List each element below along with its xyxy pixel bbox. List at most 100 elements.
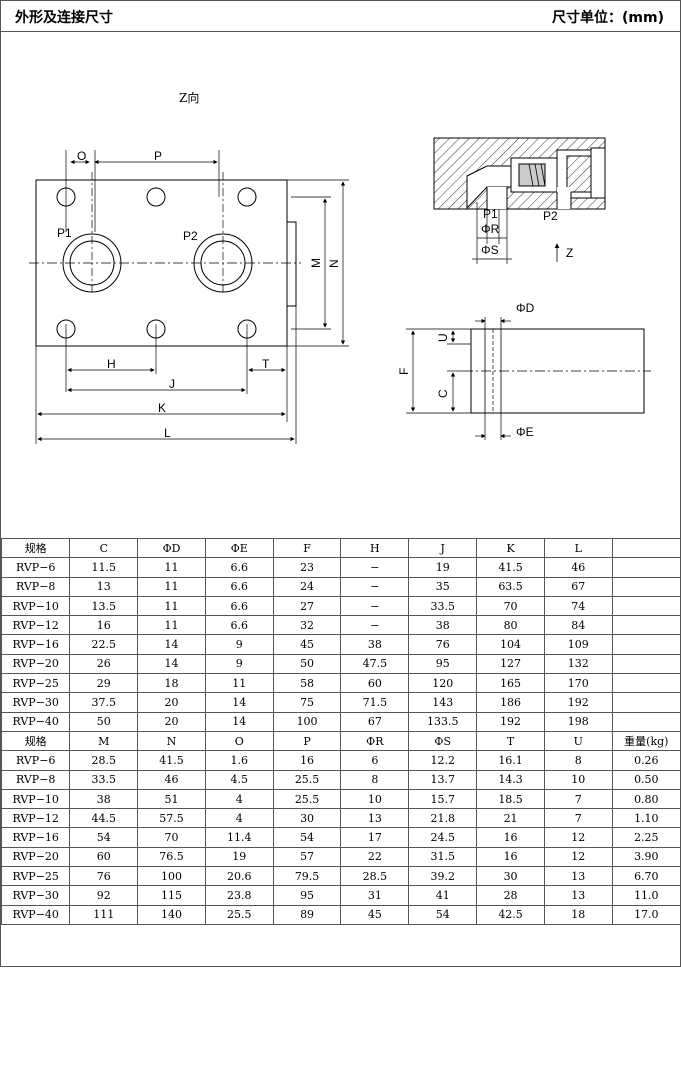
table-cell: 27 bbox=[272, 595, 342, 617]
table-cell: 54 bbox=[69, 827, 139, 848]
table-cell: − bbox=[340, 595, 410, 617]
table-cell: 84 bbox=[543, 615, 613, 636]
table-cell: RVP−10 bbox=[0, 788, 71, 810]
table-cell: 67 bbox=[543, 576, 613, 597]
port-p1-label: P1 bbox=[57, 226, 72, 240]
table-cell: T bbox=[476, 730, 545, 752]
table-cell: 70 bbox=[137, 827, 206, 848]
table-cell: 92 bbox=[69, 885, 139, 906]
table-cell: RVP−30 bbox=[0, 692, 71, 713]
table-cell: RVP−8 bbox=[0, 576, 71, 597]
table-cell: 46 bbox=[137, 769, 206, 790]
table-cell: 60 bbox=[69, 846, 139, 868]
table-cell: 14 bbox=[137, 634, 206, 655]
table-cell: 6.6 bbox=[204, 595, 274, 617]
table-cell: 30 bbox=[272, 808, 342, 829]
table-cell: 4.5 bbox=[204, 769, 274, 790]
table-cell: 8 bbox=[340, 769, 410, 790]
table-cell: 109 bbox=[543, 634, 613, 655]
table-cell: 25.5 bbox=[204, 904, 274, 925]
dim-c-label: C bbox=[436, 389, 450, 398]
table-cell: 57.5 bbox=[137, 808, 206, 829]
table-cell bbox=[611, 634, 681, 655]
table-cell: 11 bbox=[137, 576, 206, 597]
table-cell: 2.25 bbox=[611, 827, 681, 848]
dim-m-label: M bbox=[309, 258, 323, 268]
table-cell: 1.6 bbox=[204, 750, 274, 771]
table-cell: 14 bbox=[137, 653, 206, 675]
table-cell: 58 bbox=[272, 673, 342, 694]
table-cell: 11 bbox=[137, 557, 206, 578]
table-cell: 25.5 bbox=[272, 788, 342, 810]
table-cell: 100 bbox=[272, 711, 342, 732]
table-cell: O bbox=[204, 730, 274, 752]
table-cell: 24.5 bbox=[408, 827, 478, 848]
plate-step bbox=[286, 221, 297, 307]
table-cell: RVP−30 bbox=[0, 885, 71, 906]
table-cell: 35 bbox=[408, 576, 478, 597]
table-cell: RVP−8 bbox=[0, 769, 71, 790]
table-cell: 95 bbox=[408, 653, 478, 675]
table-cell: 16 bbox=[476, 827, 545, 848]
table-cell: 22 bbox=[340, 846, 410, 868]
table-cell: 28 bbox=[476, 885, 545, 906]
bolt-hole bbox=[237, 187, 257, 207]
table-cell: 192 bbox=[543, 692, 613, 713]
table-cell: RVP−16 bbox=[0, 827, 71, 848]
table-cell: 30 bbox=[476, 866, 545, 887]
table-cell: 1.10 bbox=[611, 808, 681, 829]
table-cell: P bbox=[272, 730, 342, 752]
document-frame: 外形及连接尺寸 尺寸单位：(mm) Z向 bbox=[0, 0, 681, 967]
table-cell: 规格 bbox=[0, 537, 71, 559]
table-cell: RVP−25 bbox=[0, 673, 71, 694]
table-cell: 192 bbox=[476, 711, 545, 732]
table-cell: 76 bbox=[69, 866, 139, 887]
table-cell: 31.5 bbox=[408, 846, 478, 868]
drawing-svg: Z向 bbox=[29, 90, 651, 444]
dim-h-label: H bbox=[107, 357, 116, 371]
table-cell: 8 bbox=[543, 750, 613, 771]
dim-o-label: O bbox=[77, 149, 86, 163]
table-cell: 17 bbox=[340, 827, 410, 848]
table-cell: 6.6 bbox=[204, 557, 274, 578]
table-cell: 120 bbox=[408, 673, 478, 694]
table-cell bbox=[611, 711, 681, 732]
table-cell bbox=[611, 692, 681, 713]
table-cell: 12 bbox=[543, 846, 613, 868]
table-cell: 10 bbox=[543, 769, 613, 790]
table-cell: 38 bbox=[408, 615, 478, 636]
table-cell: 37.5 bbox=[69, 692, 139, 713]
table-cell: 170 bbox=[543, 673, 613, 694]
table-cell: 25.5 bbox=[272, 769, 342, 790]
dim-l-label: L bbox=[164, 426, 171, 440]
dim-f-label: F bbox=[397, 368, 411, 375]
dim-phid-label: ΦD bbox=[516, 301, 535, 315]
table-cell: 16.1 bbox=[476, 750, 545, 771]
table-cell: ΦR bbox=[340, 730, 410, 752]
z-arrow-label: Z bbox=[566, 246, 573, 260]
dim-n-label: N bbox=[327, 259, 341, 268]
table-cell: 104 bbox=[476, 634, 545, 655]
table-cell bbox=[611, 653, 681, 675]
table-cell bbox=[611, 537, 681, 559]
table-cell: 76 bbox=[408, 634, 478, 655]
table-cell: 44.5 bbox=[69, 808, 139, 829]
table-cell: 186 bbox=[476, 692, 545, 713]
table-cell: 11.0 bbox=[611, 885, 681, 906]
table-cell: M bbox=[69, 730, 139, 752]
table-cell: RVP−40 bbox=[0, 711, 71, 732]
table-cell: 0.26 bbox=[611, 750, 681, 771]
section-p2-label: P2 bbox=[543, 209, 558, 223]
table-cell: 51 bbox=[137, 788, 206, 810]
table-cell: 3.90 bbox=[611, 846, 681, 868]
table-cell: 13 bbox=[543, 866, 613, 887]
unit-label: 尺寸单位：(mm) bbox=[552, 10, 664, 26]
table-cell: 28.5 bbox=[69, 750, 139, 771]
table-cell: 15.7 bbox=[408, 788, 478, 810]
